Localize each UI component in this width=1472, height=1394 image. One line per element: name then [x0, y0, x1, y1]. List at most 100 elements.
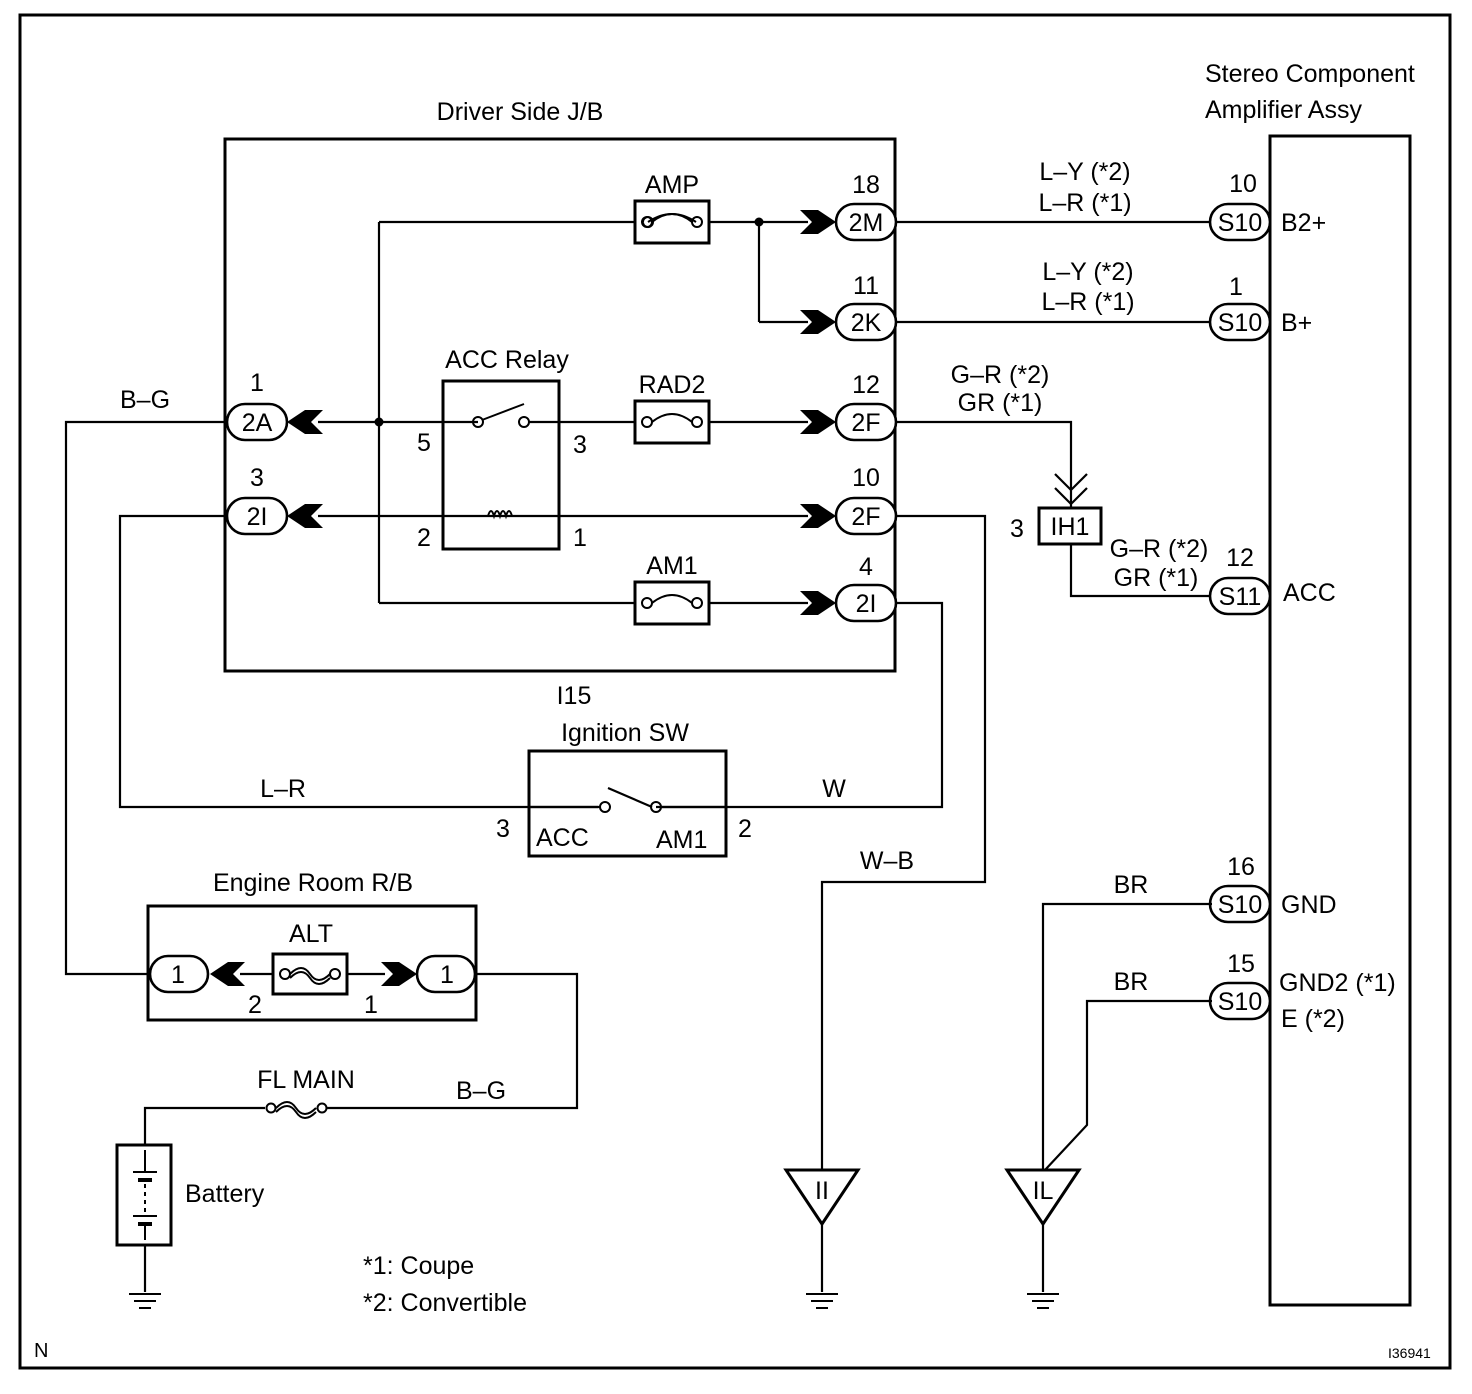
svg-text:2F: 2F: [851, 409, 880, 437]
svg-text:1: 1: [1229, 273, 1243, 301]
svg-text:3: 3: [1010, 515, 1024, 543]
driver-side-jb-label: Driver Side J/B: [437, 98, 604, 126]
svg-text:3: 3: [496, 815, 510, 843]
ignition-blade: [607, 786, 653, 809]
svg-text:B–G: B–G: [456, 1077, 506, 1105]
relay-contact-blade: [481, 403, 525, 421]
battery-ground-icon: [129, 1293, 161, 1309]
fuse-rad2: [633, 399, 711, 445]
svg-text:BR: BR: [1114, 871, 1149, 899]
svg-text:GR (*1): GR (*1): [1114, 564, 1199, 592]
amplifier-label-1: Stereo Component: [1205, 60, 1415, 88]
svg-text:S10: S10: [1218, 988, 1262, 1016]
svg-text:L–Y (*2): L–Y (*2): [1042, 258, 1133, 286]
ground-point-il: [1004, 1168, 1082, 1227]
pin-11: 11: [853, 272, 879, 300]
svg-text:16: 16: [1227, 853, 1255, 881]
fl-main-label: FL MAIN: [257, 1066, 355, 1094]
terminal-gnd: GND: [1281, 891, 1337, 919]
svg-text:IL: IL: [1033, 1177, 1054, 1205]
svg-text:S11: S11: [1219, 583, 1262, 611]
ground-ii-icon: [806, 1293, 838, 1309]
note-convertible: *2: Convertible: [363, 1289, 527, 1317]
fuse-am1-label: AM1: [646, 552, 697, 580]
svg-text:2I: 2I: [247, 503, 268, 531]
wire-gnd2-to-il: [1044, 999, 1212, 1171]
fuse-alt-label: ALT: [289, 920, 333, 948]
svg-text:L–R: L–R: [260, 775, 306, 803]
relay-pin-3: 3: [573, 431, 587, 459]
svg-text:S10: S10: [1218, 309, 1262, 337]
svg-text:2: 2: [248, 991, 262, 1019]
fuse-am1: [633, 580, 711, 626]
svg-text:B–G: B–G: [120, 386, 170, 414]
engine-room-rb-label: Engine Room R/B: [213, 869, 413, 897]
svg-text:2I: 2I: [856, 590, 877, 618]
note-coupe: *1: Coupe: [363, 1252, 474, 1280]
amplifier-box: [1268, 134, 1412, 1307]
pin-3-2i: 3: [250, 464, 264, 492]
fuse-amp-label: AMP: [645, 171, 699, 199]
pin-12: 12: [852, 371, 880, 399]
svg-text:2K: 2K: [851, 309, 882, 337]
relay-pin-2: 2: [417, 524, 431, 552]
corner-left-mark: N: [34, 1340, 48, 1362]
pin-1-2a: 1: [250, 369, 264, 397]
svg-text:IH1: IH1: [1051, 513, 1090, 541]
svg-text:G–R (*2): G–R (*2): [1110, 535, 1209, 563]
wire-2a-to-engine-rb: [64, 420, 227, 976]
acc-relay-label: ACC Relay: [445, 346, 569, 374]
svg-text:10: 10: [1229, 170, 1257, 198]
svg-text:1: 1: [364, 991, 378, 1019]
relay-pin-1: 1: [573, 524, 587, 552]
driver-side-jb-box: [223, 137, 897, 673]
wire-engine-rb-to-fl-main: [143, 972, 579, 1145]
svg-text:L–R (*1): L–R (*1): [1041, 288, 1134, 316]
pin-10: 10: [852, 464, 880, 492]
fl-main-fusible-link: [275, 1101, 317, 1119]
svg-text:15: 15: [1227, 950, 1255, 978]
terminal-acc: ACC: [1283, 579, 1336, 607]
svg-text:S10: S10: [1218, 209, 1262, 237]
svg-text:2M: 2M: [849, 209, 884, 237]
wire-2i4-to-ignition: [656, 601, 944, 809]
connector-er-right: [415, 954, 477, 994]
ignition-sw-box: [527, 749, 728, 858]
svg-text:2: 2: [738, 815, 752, 843]
fuse-rad2-label: RAD2: [639, 371, 706, 399]
svg-text:1: 1: [171, 961, 185, 989]
pin-18: 18: [852, 171, 880, 199]
connector-s10-b2plus: [1208, 202, 1272, 242]
acc-relay-box: [441, 379, 561, 551]
ignition-code: I15: [557, 682, 592, 710]
svg-text:G–R (*2): G–R (*2): [951, 361, 1050, 389]
pin-4: 4: [859, 553, 873, 581]
outer-frame: [18, 13, 1452, 1370]
corner-right-mark: I36941: [1388, 1345, 1431, 1361]
connector-s11-acc: [1208, 576, 1272, 616]
battery-label: Battery: [185, 1180, 265, 1208]
svg-text:ACC: ACC: [536, 824, 589, 852]
relay-coil: [487, 510, 513, 520]
svg-text:L–Y (*2): L–Y (*2): [1039, 158, 1130, 186]
connector-er-left: [148, 954, 210, 994]
wire-ih1-to-amp: [1069, 544, 1212, 598]
svg-text:12: 12: [1226, 544, 1254, 572]
terminal-e: E (*2): [1281, 1005, 1345, 1033]
terminal-b2plus: B2+: [1281, 209, 1326, 237]
ih1-connector-arrow: [1054, 473, 1088, 506]
svg-text:S10: S10: [1218, 891, 1262, 919]
ground-point-ii: [783, 1168, 861, 1227]
svg-text:II: II: [815, 1177, 829, 1205]
fuse-amp: [633, 199, 711, 245]
ground-il-icon: [1027, 1293, 1059, 1309]
relay-pin-5: 5: [417, 429, 431, 457]
terminal-bplus: B+: [1281, 309, 1312, 337]
wire-2i-to-ignition: [118, 514, 598, 809]
svg-text:W: W: [822, 775, 846, 803]
wire-2f-to-ih1: [896, 420, 1073, 508]
svg-text:L–R (*1): L–R (*1): [1038, 189, 1131, 217]
wire-gnd-to-il: [1041, 902, 1212, 1170]
svg-text:W–B: W–B: [860, 847, 914, 875]
